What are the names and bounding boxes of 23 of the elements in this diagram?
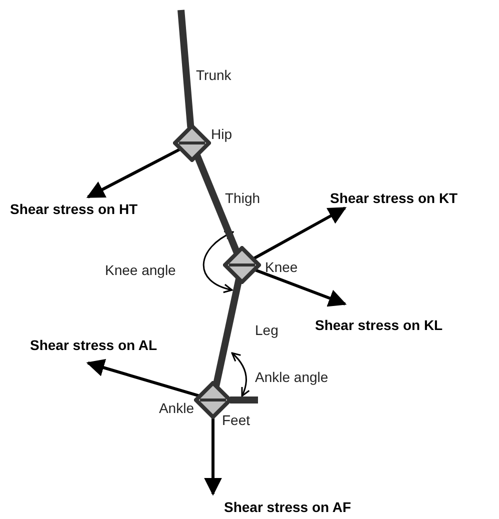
segment-label: Thigh (224, 190, 262, 206)
joint-label: Knee (265, 259, 298, 275)
force-arrow (86, 147, 182, 198)
angle-label: Ankle angle (255, 369, 328, 385)
segment-label: Feet (221, 412, 252, 428)
force-label: Shear stress on KL (315, 317, 443, 333)
force-arrow (204, 417, 222, 496)
body-segment (212, 278, 242, 387)
joint-label: Ankle (158, 400, 194, 416)
segment-label: Leg (254, 322, 280, 338)
force-label: Shear stress on AF (224, 499, 352, 515)
force-arrow (252, 206, 347, 260)
force-label: Shear stress on AL (30, 337, 158, 353)
joint-label: Hip (211, 126, 232, 142)
body-segment (230, 396, 258, 404)
body-segment (194, 154, 240, 254)
segment-label: Trunk (195, 67, 232, 83)
angle-label: Knee angle (105, 262, 176, 278)
force-arrow (86, 358, 200, 398)
force-arrow (254, 268, 347, 307)
force-label: Shear stress on KT (330, 190, 458, 206)
force-label: Shear stress on HT (10, 201, 138, 217)
body-segment (178, 10, 194, 128)
